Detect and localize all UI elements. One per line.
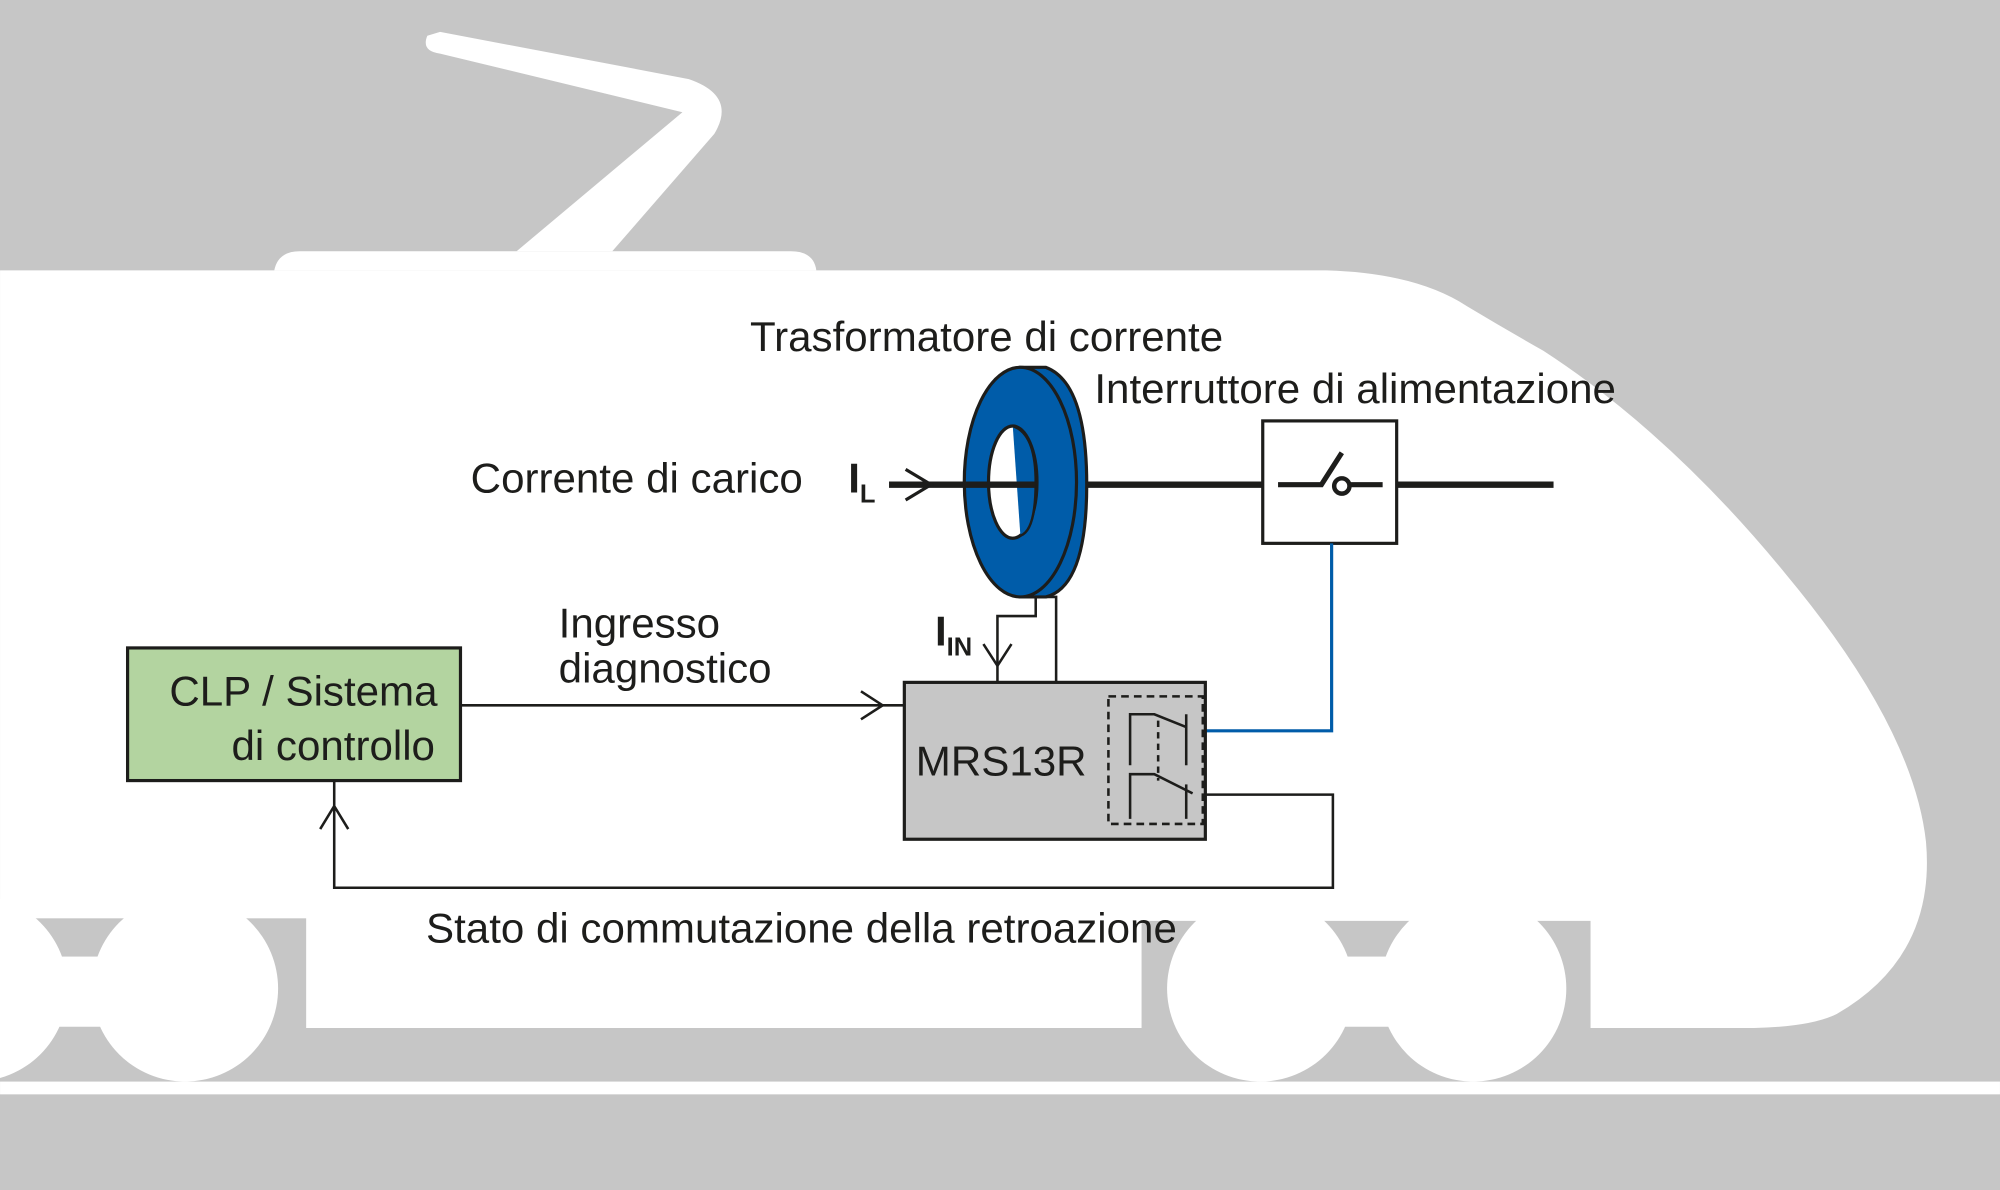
diagnostic-label-line2: diagnostico — [559, 644, 772, 691]
in-current-symbol: IIN — [935, 607, 972, 661]
breaker-label: Interruttore di alimentazione — [1094, 365, 1616, 412]
relay-label: MRS13R — [916, 737, 1087, 784]
power-breaker — [1261, 419, 1399, 545]
load-current-symbol: IL — [848, 454, 875, 508]
wheels — [0, 895, 1567, 1082]
transformer-label: Trasformatore di corrente — [750, 313, 1223, 360]
current-transformer — [962, 365, 1089, 683]
load-current-label: Corrente di carico — [471, 454, 803, 501]
plc-label-line2: di controllo — [231, 722, 435, 769]
plc-label-line1: CLP / Sistema — [169, 667, 438, 714]
rail — [0, 1081, 2000, 1095]
train-silhouette — [0, 31, 1927, 1029]
diagnostic-label-line1: Ingresso — [559, 600, 720, 647]
feedback-wire — [319, 780, 1335, 889]
relay-box — [902, 680, 1207, 841]
feedback-label: Stato di commutazione della retroazione — [426, 905, 1177, 952]
breaker-control-wire — [1205, 543, 1334, 733]
plc-box — [125, 646, 463, 783]
diagnostic-input-wire — [460, 690, 905, 721]
